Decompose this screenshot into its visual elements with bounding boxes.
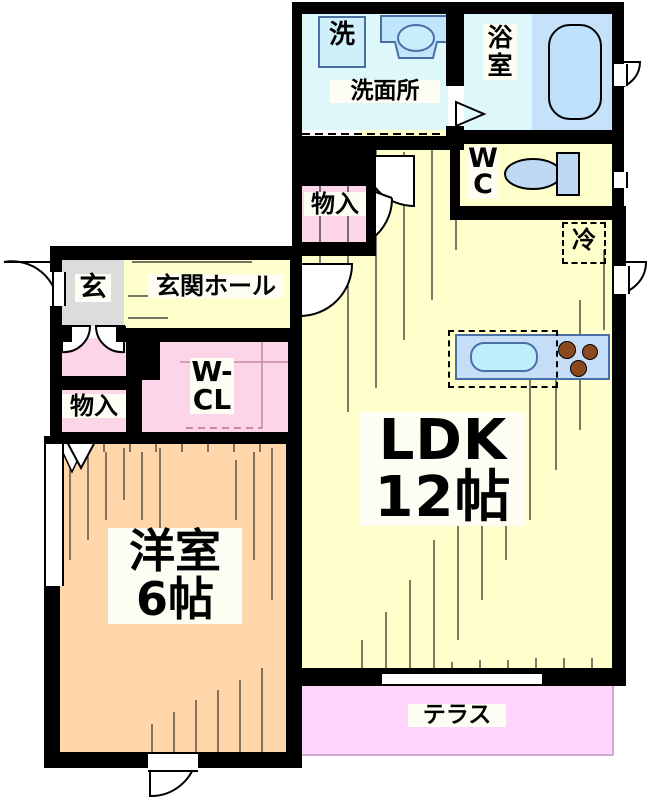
- wall-wet-right: [612, 2, 624, 64]
- wall-genkan-left-b: [50, 306, 62, 342]
- window-ldk-right: [612, 266, 630, 294]
- wall-hall-bottom: [126, 328, 302, 342]
- wall-wcl-right: [288, 336, 302, 444]
- wall-bedroom-left-upper: [44, 436, 60, 444]
- wall-storage-top-bottom: [292, 242, 376, 256]
- wall-wet-right-b: [612, 86, 624, 144]
- wall-wcl-left: [128, 376, 142, 444]
- kitchen-sink-icon: [470, 342, 538, 372]
- window-bedroom-left: [44, 444, 64, 586]
- wall-hall-top-outer: [50, 246, 302, 260]
- wall-storage-top-right: [366, 148, 376, 248]
- kitchen-counter-outline: [448, 330, 558, 388]
- wall-hall-top: [292, 148, 368, 186]
- stove-burner-2: [582, 344, 598, 360]
- bedroom-label: 洋室 6帖: [108, 527, 242, 624]
- storage-top-label: 物入: [304, 192, 366, 216]
- refrigerator-icon: [562, 222, 606, 264]
- wall-ldk-right: [612, 206, 626, 266]
- refrigerator-label: 冷: [572, 226, 596, 254]
- storage-left-label: 物入: [62, 394, 126, 418]
- bathtub-icon: [548, 24, 602, 120]
- washing-machine-icon: [318, 16, 366, 68]
- wall-washroom-bottom: [292, 136, 464, 150]
- window-wc-right: [612, 172, 628, 188]
- wall-wcl-bottom: [140, 432, 302, 444]
- wall-wc-left: [450, 130, 460, 220]
- wall-wc-bottom: [450, 206, 624, 220]
- window-ldk-bottom: [382, 672, 542, 686]
- wall-ldk-right-b: [612, 294, 626, 684]
- wall-genkan-left: [50, 246, 62, 272]
- wall-washroom-left: [292, 2, 302, 144]
- toilet-tank-icon: [556, 152, 580, 196]
- genkan-label: 玄: [75, 274, 111, 302]
- wall-shoebox-left: [50, 336, 62, 444]
- door-hall-entry-frame[interactable]: [52, 272, 66, 306]
- washing-machine-label: 洗: [328, 20, 355, 50]
- washroom-label: 洗面所: [330, 79, 440, 104]
- wall-wc-right: [612, 144, 624, 172]
- stove-burner-1: [558, 341, 576, 359]
- wall-genkan-step-r: [116, 326, 126, 342]
- wall-wcl-left-top: [140, 336, 160, 380]
- wall-storage-left-bottom: [50, 432, 140, 444]
- toilet-label: W C: [468, 143, 498, 201]
- stove-burner-3: [570, 360, 587, 377]
- terrace-label: テラス: [408, 703, 506, 728]
- wall-wash-bath-divider: [446, 2, 464, 86]
- window-bath-right: [612, 64, 628, 86]
- walk-in-closet-label: W- CL: [190, 355, 234, 416]
- wall-genkan-step: [62, 326, 72, 342]
- wall-ldk-left-upper: [292, 148, 302, 260]
- wall-bedroom-right: [286, 440, 302, 768]
- ldk-label: LDK 12帖: [360, 412, 526, 526]
- wall-bedroom-left: [44, 586, 60, 768]
- bathroom-label: 浴室: [483, 24, 517, 80]
- door-bedroom-bottom-frame[interactable]: [148, 752, 198, 772]
- wall-bath-bottom: [450, 130, 624, 144]
- walk-in-closet-ext: [140, 378, 168, 440]
- wall-shoebox-mid: [50, 376, 140, 390]
- shoe-cabinet: [62, 338, 126, 376]
- entrance-hall-label: 玄関ホール: [148, 274, 284, 298]
